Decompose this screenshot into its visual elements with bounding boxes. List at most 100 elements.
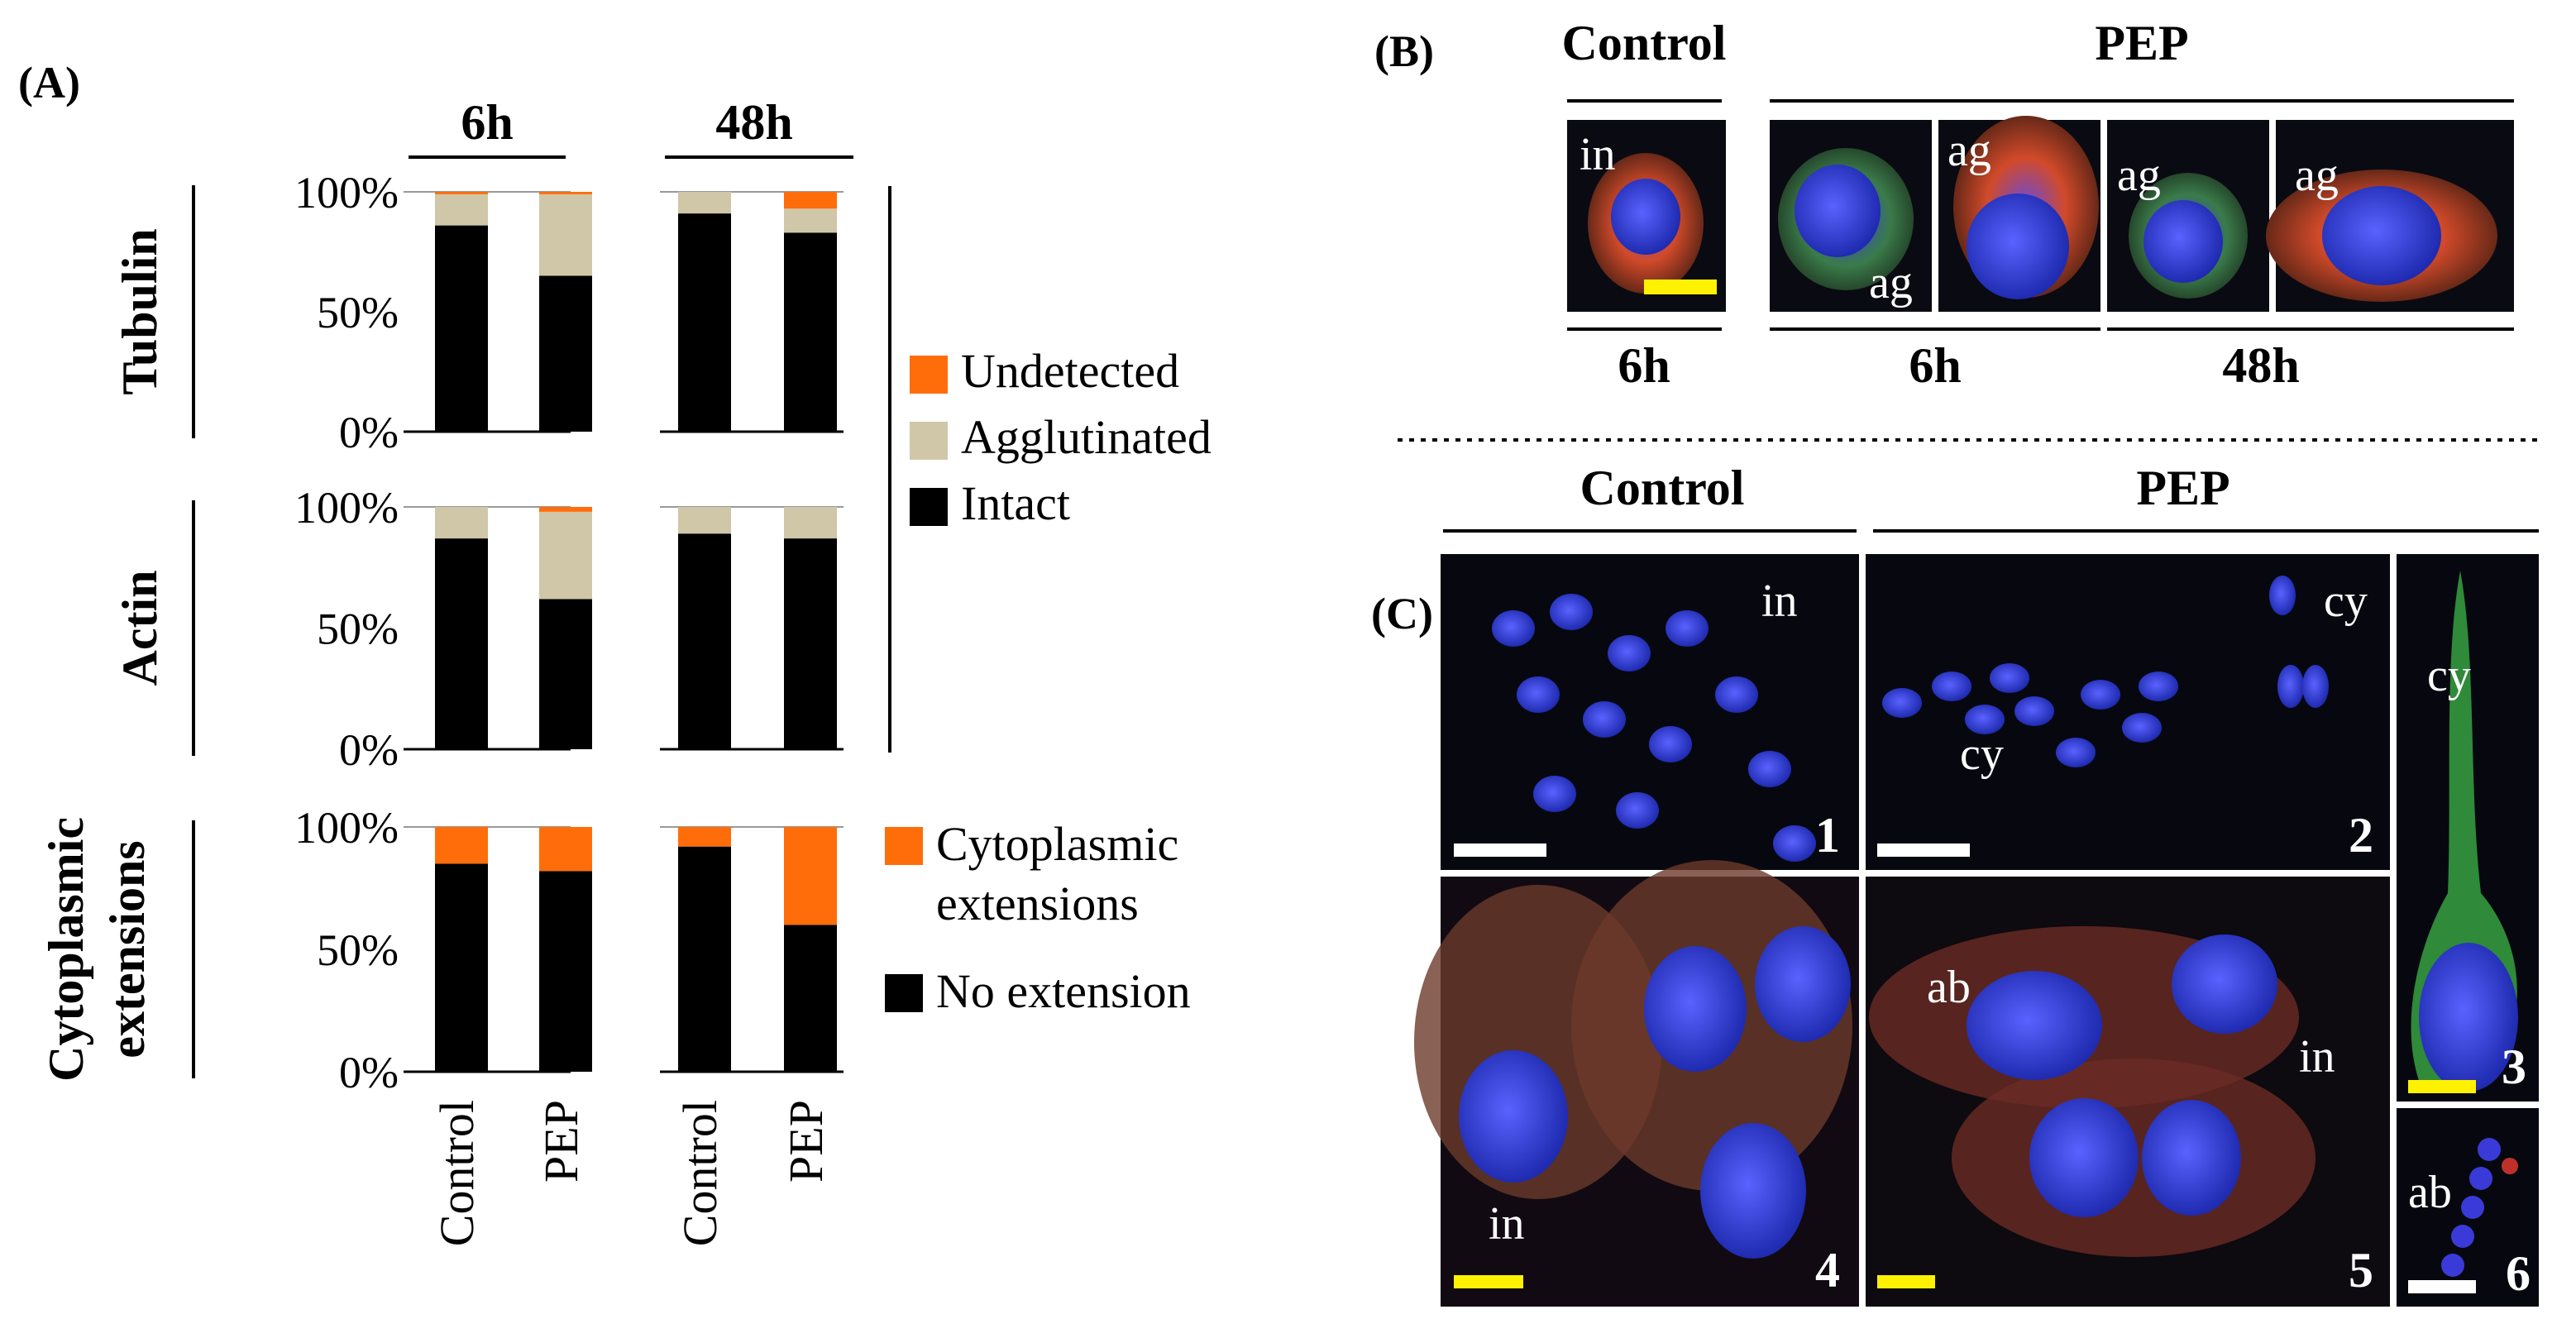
row-label: extensions bbox=[100, 840, 155, 1058]
bar-segment-undetected bbox=[784, 192, 837, 209]
panel-c-2-label-2: cy bbox=[2324, 576, 2368, 627]
panel-b-letter: (B) bbox=[1374, 26, 1434, 76]
legend-swatch bbox=[885, 827, 923, 865]
legend-swatch bbox=[885, 974, 923, 1012]
panel-b-label-ag-1: ag bbox=[1869, 257, 1913, 308]
row-label: Cytoplasmic bbox=[39, 817, 93, 1082]
x-category-label: Control bbox=[673, 1100, 727, 1246]
x-category-label: PEP bbox=[534, 1100, 588, 1183]
panel-c-pep-header: PEP bbox=[2136, 461, 2230, 515]
bar-segment-agglutinated bbox=[784, 208, 837, 233]
panel-b-time-pep-48h: 48h bbox=[2222, 338, 2299, 393]
panel-c-1-label: in bbox=[1761, 576, 1798, 627]
panel-b-nucleus-control bbox=[1611, 179, 1680, 255]
panel-b-time-control: 6h bbox=[1618, 338, 1670, 393]
bar-segment-intact bbox=[678, 213, 731, 432]
panel-c-2-scale-bar bbox=[1877, 843, 1970, 857]
legend-swatch bbox=[910, 488, 948, 526]
panel-b-nucleus-pep48h-2 bbox=[2322, 186, 2441, 285]
panel-b-pep-header: PEP bbox=[2095, 16, 2188, 70]
bar-segment-no-extension bbox=[539, 871, 592, 1072]
bar-segment-intact bbox=[539, 599, 592, 749]
panel-c-6-label: ab bbox=[2408, 1167, 2452, 1218]
bar-segment-agglutinated bbox=[539, 511, 592, 600]
bar-segment-cytoplasmic-extensions bbox=[678, 827, 731, 847]
panel-c-4-label: in bbox=[1489, 1198, 1525, 1250]
x-category-label: PEP bbox=[779, 1100, 833, 1183]
panel-c: Control PEP (C) in 1 cy cy 2 bbox=[1371, 461, 2539, 1307]
bar-segment-undetected bbox=[435, 192, 488, 194]
bar-segment-cytoplasmic-extensions bbox=[435, 827, 488, 864]
bar-segment-no-extension bbox=[435, 863, 488, 1072]
panel-b-nucleus-pep6h-2 bbox=[1967, 194, 2069, 299]
panel-c-5-number: 5 bbox=[2349, 1243, 2373, 1297]
panel-c-cells-1 bbox=[1492, 594, 1816, 862]
panel-c-3-label: cy bbox=[2427, 650, 2471, 701]
panel-b: (B) Control PEP in ag ag ag ag 6h 6h 48h bbox=[1374, 16, 2539, 442]
panel-b-label-ag-4: ag bbox=[2295, 150, 2339, 201]
y-tick-label: 50% bbox=[317, 605, 399, 654]
panel-c-nucleus-3 bbox=[2419, 943, 2518, 1092]
panel-a-letter: (A) bbox=[18, 58, 80, 108]
bar-segment-agglutinated bbox=[678, 507, 731, 534]
panel-c-4-scale-bar bbox=[1454, 1275, 1523, 1288]
panel-c-4-number: 4 bbox=[1815, 1243, 1840, 1297]
header-48h: 48h bbox=[715, 95, 792, 150]
panel-b-time-pep-6h: 6h bbox=[1909, 338, 1961, 393]
panel-b-label-ag-2: ag bbox=[1948, 125, 1991, 176]
bar-segment-agglutinated bbox=[784, 507, 837, 539]
legend-label: Cytoplasmic bbox=[936, 817, 1178, 871]
legend-label: extensions bbox=[936, 877, 1139, 930]
row-label: Tubulin bbox=[112, 228, 167, 394]
panel-c-2-number: 2 bbox=[2349, 808, 2373, 863]
panel-c-2-label: cy bbox=[1960, 729, 2004, 780]
panel-c-cells-4 bbox=[1414, 860, 1852, 1259]
legend-label: No extension bbox=[936, 964, 1191, 1018]
bar-segment-intact bbox=[539, 275, 592, 432]
panel-c-1-number: 1 bbox=[1815, 808, 1840, 863]
panel-c-5-label: ab bbox=[1927, 962, 1971, 1013]
panel-b-nucleus-pep48h-1 bbox=[2143, 200, 2223, 283]
bar-segment-intact bbox=[784, 538, 837, 749]
panel-c-1-scale-bar bbox=[1454, 843, 1546, 857]
panel-c-image-2 bbox=[1866, 554, 2390, 870]
legend-label: Intact bbox=[961, 476, 1070, 530]
panel-c-cells-2 bbox=[1882, 576, 2329, 767]
y-tick-label: 100% bbox=[294, 803, 399, 853]
panel-b-label-ag-3: ag bbox=[2117, 150, 2161, 201]
header-6h: 6h bbox=[461, 95, 513, 150]
bar-segment-agglutinated bbox=[435, 194, 488, 226]
bar-segment-undetected bbox=[539, 192, 592, 194]
legend-swatch bbox=[910, 422, 948, 460]
bar-segment-agglutinated bbox=[678, 192, 731, 214]
y-tick-label: 100% bbox=[294, 483, 399, 533]
panel-c-6-scale-bar bbox=[2408, 1280, 2476, 1293]
bar-segment-intact bbox=[435, 225, 488, 432]
bar-segment-agglutinated bbox=[435, 507, 488, 539]
y-tick-label: 50% bbox=[317, 925, 399, 975]
y-tick-label: 0% bbox=[339, 408, 399, 457]
bar-segment-no-extension bbox=[784, 925, 837, 1072]
panel-c-cells-5 bbox=[1869, 926, 2316, 1257]
legend-swatch bbox=[910, 356, 948, 394]
panel-c-3-scale-bar bbox=[2408, 1080, 2476, 1093]
bar-segment-agglutinated bbox=[539, 194, 592, 276]
x-category-label: Control bbox=[430, 1100, 484, 1246]
bar-segment-undetected bbox=[539, 507, 592, 512]
panel-c-cells-6 bbox=[2441, 1138, 2518, 1277]
panel-c-5-label-2: in bbox=[2299, 1031, 2335, 1082]
panel-c-letter: (C) bbox=[1371, 589, 1433, 638]
row-label: Actin bbox=[112, 571, 167, 686]
panel-b-nucleus-pep6h-1 bbox=[1795, 165, 1881, 257]
bar-segment-cytoplasmic-extensions bbox=[784, 827, 837, 925]
panel-c-control-header: Control bbox=[1580, 461, 1745, 515]
bar-segment-intact bbox=[435, 538, 488, 749]
legend-label: Agglutinated bbox=[961, 410, 1212, 464]
bar-segment-intact bbox=[678, 533, 731, 749]
y-tick-label: 0% bbox=[339, 725, 399, 775]
bar-segment-no-extension bbox=[678, 846, 731, 1072]
y-tick-label: 100% bbox=[294, 168, 399, 217]
bar-segment-intact bbox=[784, 232, 837, 432]
